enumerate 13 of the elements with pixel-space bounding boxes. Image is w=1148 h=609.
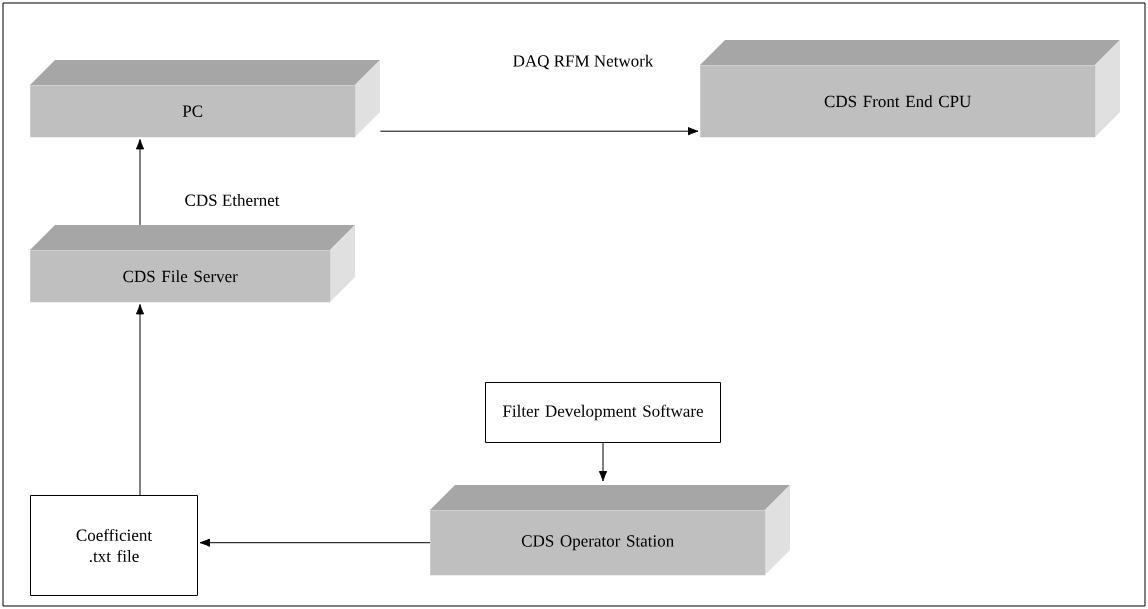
server-box: CDS Front End CPU bbox=[700, 40, 1120, 138]
server-box: CDS Operator Station bbox=[430, 485, 790, 576]
arrow bbox=[598, 442, 608, 482]
process-box: Filter Development Software bbox=[485, 382, 721, 443]
arrow bbox=[135, 138, 145, 226]
arrow bbox=[135, 303, 145, 496]
server-box: CDS File Server bbox=[30, 225, 355, 303]
arrow bbox=[379, 127, 699, 136]
edge-label: DAQ RFM Network bbox=[510, 52, 656, 72]
arrow bbox=[199, 538, 431, 547]
process-box: Coefficient .txt file bbox=[30, 495, 198, 596]
server-box: PC bbox=[30, 60, 380, 138]
edge-label: CDS Ethernet bbox=[182, 192, 282, 208]
